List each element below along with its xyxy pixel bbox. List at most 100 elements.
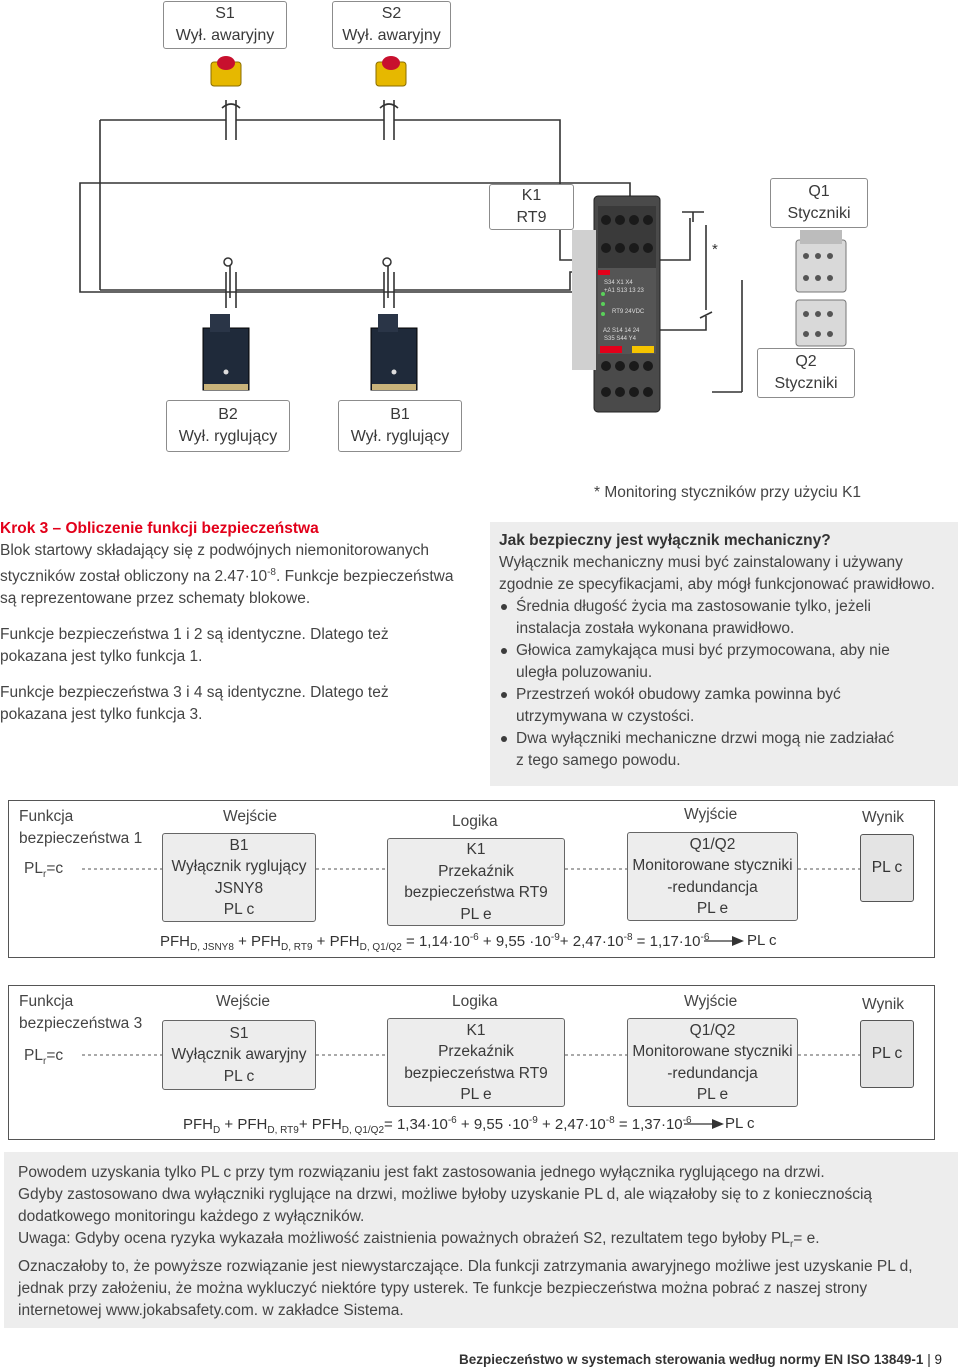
step3-line: są reprezentowane przez schematy blokowe… — [0, 590, 311, 608]
box-line: Monitorowane styczniki — [632, 857, 793, 874]
function3-name: Funkcja bezpieczeństwa 3 — [19, 991, 142, 1035]
step3-line: styczników został obliczony na 2.47·10-8… — [0, 562, 480, 588]
function1-plr: PLr=c — [24, 858, 63, 886]
text-span: + PFH — [312, 933, 360, 950]
text-sub: r — [42, 869, 47, 881]
label-line: S1 — [215, 5, 235, 22]
header-result: Wynik — [862, 996, 905, 1013]
box-line: PL e — [696, 900, 729, 917]
summary-block: Powodem uzyskania tylko PL c przy tym ro… — [18, 1162, 953, 1322]
monitoring-note: * Monitoring styczników przy użyciu K1 — [594, 484, 862, 501]
name-line: Funkcja — [19, 993, 74, 1010]
text-span: =c — [46, 1047, 64, 1064]
text-span: + 2,47·10 — [537, 1116, 606, 1133]
step3-line: pokazana jest tylko funkcja 1. — [0, 648, 203, 666]
label-line: S2 — [381, 5, 402, 22]
mechanical-block: Jak bezpieczny jest wyłącznik mechaniczn… — [499, 530, 954, 772]
text-span: . Funkcje bezpieczeństwa — [276, 568, 454, 586]
text-span: = e. — [793, 1230, 820, 1247]
function3-formula: PFHD + PFHD, RT9+ PFHD, Q1/Q2= 1,34·10-6… — [183, 1115, 692, 1136]
contactor-icon — [795, 299, 847, 347]
box-line: Wyłącznik awaryjny — [171, 1046, 307, 1064]
footer-separator: | — [927, 1352, 931, 1367]
label-line: Q2 — [795, 353, 817, 370]
text-span: PL — [24, 1047, 43, 1064]
text-sub: D — [213, 1125, 221, 1136]
text-span: + 9,55 ·10 — [456, 1116, 529, 1133]
bullet-item: Średnia długość życia ma zastosowanie ty… — [499, 596, 954, 640]
text-span: Uwaga: Gdyby ocena ryzyka wykazała możli… — [18, 1230, 790, 1247]
text-sub: D, JSNY8 — [190, 942, 234, 953]
function1-output-box: Q1/Q2 Monitorowane styczniki -redundancj… — [627, 832, 798, 921]
contactor-icon — [795, 230, 847, 293]
function3-formula-result: PL c — [725, 1115, 755, 1132]
function1-frame — [8, 800, 935, 958]
label-line: Styczniki — [774, 375, 838, 392]
mechanical-line: zgodnie ze specyfikacjami, aby mógł funk… — [499, 576, 935, 593]
text-span: = 1,17·10 — [632, 933, 701, 950]
summary-line: Gdyby zastosowano dwa wyłączniki ryglują… — [18, 1186, 873, 1203]
page-footer: Bezpieczeństwo w systemach sterowania we… — [459, 1352, 942, 1367]
name-line: Funkcja — [19, 808, 74, 825]
text-span: + 2,47·10 — [559, 933, 624, 950]
function1-formula-result: PL c — [747, 932, 777, 949]
step3-line: Funkcje bezpieczeństwa 1 i 2 są identycz… — [0, 626, 389, 644]
text-span: = 1,37·10 — [614, 1116, 683, 1133]
box-line: Przekaźnik — [438, 862, 514, 880]
text-span: + PFH — [220, 1116, 268, 1133]
box-line: K1 — [466, 841, 486, 858]
label-line: Wył. ryglujący — [350, 428, 450, 445]
step3-line: Funkcje bezpieczeństwa 3 i 4 są identycz… — [0, 684, 389, 702]
bullet-item: Przestrzeń wokół obudowy zamka powinna b… — [499, 684, 954, 728]
page-number: 9 — [934, 1352, 942, 1367]
summary-line: internetowej www.jokabsafety.com. w zakł… — [18, 1302, 404, 1320]
label-line: B2 — [218, 406, 238, 423]
label-line: Styczniki — [787, 205, 851, 222]
label-line: B1 — [390, 406, 410, 423]
box-line: Q1/Q2 — [689, 835, 736, 853]
box-line: B1 — [229, 836, 249, 854]
function1-input-box: B1 Wyłącznik ryglujący JSNY8 PL c — [162, 833, 316, 922]
label-line: K1 — [521, 187, 542, 204]
q2-label: Q2 Styczniki — [757, 348, 855, 398]
arrow-right-icon — [684, 1119, 724, 1129]
text-span: PFH — [183, 1116, 213, 1133]
header-input: Wejście — [223, 808, 277, 825]
k1-label: K1 RT9 — [489, 184, 574, 230]
rt9-relay-icon — [572, 195, 661, 413]
text-span: styczników został obliczony na 2.47·10 — [0, 568, 268, 586]
text-sub: r — [789, 1239, 794, 1251]
header-logic: Logika — [452, 993, 498, 1010]
summary-line: dodatkowego monitoringu każdego z wyłącz… — [18, 1208, 365, 1225]
text-span: = 1,14·10 — [401, 933, 470, 950]
text-sup: -6 — [469, 932, 479, 943]
name-line: bezpieczeństwa 1 — [19, 830, 143, 847]
text-sub: D, Q1/Q2 — [341, 1125, 385, 1136]
text-span: =c — [46, 860, 64, 877]
step3-line: pokazana jest tylko funkcja 3. — [0, 706, 203, 724]
box-line: bezpieczeństwa RT9 — [404, 1064, 548, 1082]
summary-line: Oznaczałoby to, że powyższe rozwiązanie … — [18, 1258, 913, 1276]
label-line: RT9 — [516, 209, 547, 226]
function3-frame — [8, 985, 935, 1140]
summary-line: Powodem uzyskania tylko PL c przy tym ro… — [18, 1164, 825, 1181]
interlock-switch-icon — [202, 314, 250, 391]
text-span: PL — [24, 860, 43, 877]
step3-block: Krok 3 – Obliczenie funkcji bezpieczeńst… — [0, 518, 480, 726]
text-span: + PFH — [233, 933, 282, 950]
relay-text: S34 X1 X4 — [604, 280, 633, 286]
text-span: + 9,55 ·10 — [478, 933, 551, 950]
bullet-line: uległa poluzowaniu. — [516, 664, 653, 681]
s2-label: S2 Wył. awaryjny — [332, 1, 451, 49]
function1-logic-box: K1 Przekaźnik bezpieczeństwa RT9 PL e — [387, 838, 565, 926]
bullet-line: Przestrzeń wokół obudowy zamka powinna b… — [516, 686, 841, 703]
text-span: + PFH — [298, 1116, 342, 1133]
label-line: Wył. ryglujący — [178, 428, 278, 445]
mechanical-bullets: Średnia długość życia ma zastosowanie ty… — [499, 596, 954, 772]
bullet-line: utrzymywana w czystości. — [516, 708, 695, 725]
box-line: PL c — [223, 1067, 255, 1085]
text-sup: -6 — [682, 1115, 692, 1126]
function1-result-box: PL c — [860, 834, 914, 902]
interlock-switch-icon — [370, 314, 418, 391]
bullet-line: Średnia długość życia ma zastosowanie ty… — [516, 598, 871, 615]
